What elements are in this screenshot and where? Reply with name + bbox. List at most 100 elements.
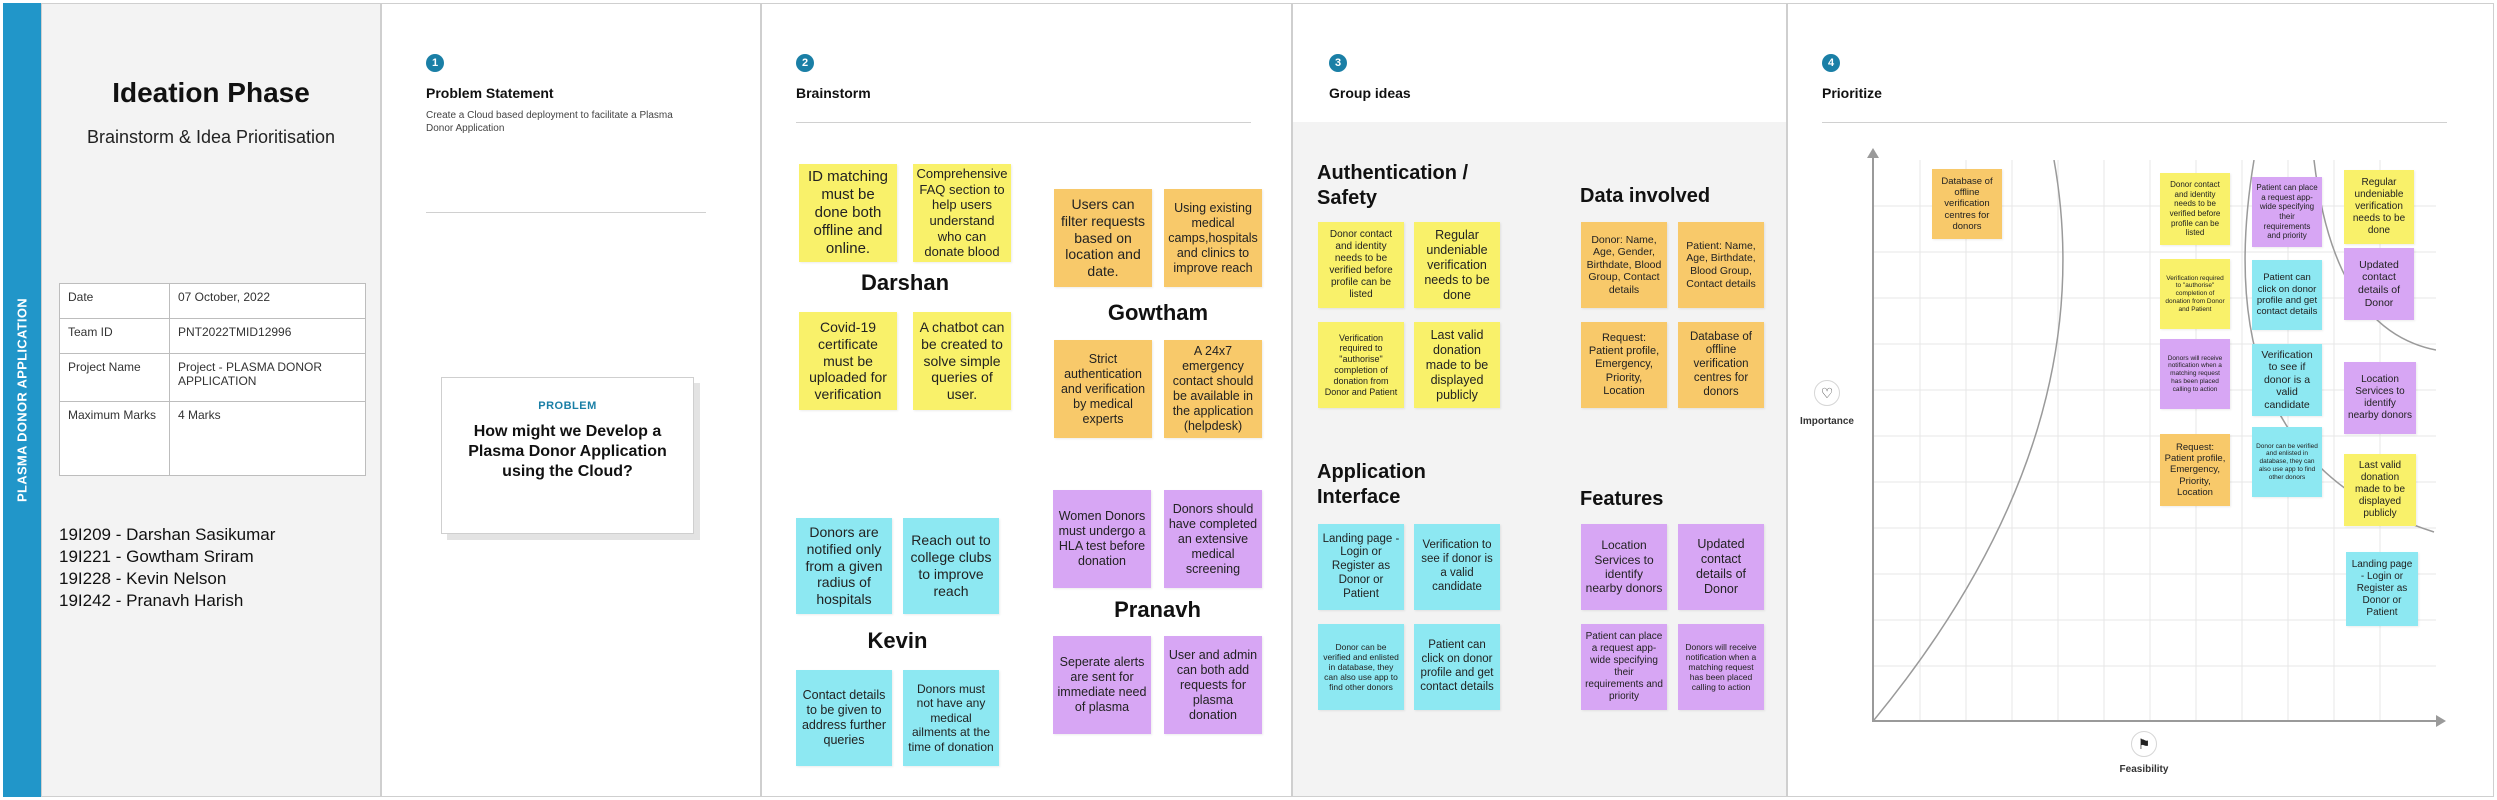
sticky-note[interactable]: Users can filter requests based on locat… bbox=[1054, 189, 1152, 287]
problem-section-title: Problem Statement bbox=[426, 85, 554, 101]
priority-curve-outer bbox=[1874, 160, 2064, 720]
team-members-list: 19I209 - Darshan Sasikumar 19I221 - Gowt… bbox=[59, 524, 275, 612]
sticky-note[interactable]: Donor can be verified and enlisted in da… bbox=[2252, 427, 2322, 497]
sticky-note[interactable]: ID matching must be done both offline an… bbox=[799, 164, 897, 262]
y-axis bbox=[1872, 156, 1874, 722]
divider bbox=[426, 212, 706, 213]
sticky-note[interactable]: Regular undeniable verification needs to… bbox=[2344, 170, 2414, 244]
table-cell-value: 07 October, 2022 bbox=[169, 283, 366, 319]
sticky-note[interactable]: Women Donors must undergo a HLA test bef… bbox=[1053, 490, 1151, 588]
sticky-note[interactable]: Verification required to "authorise" com… bbox=[1318, 322, 1404, 408]
sticky-note[interactable]: Verification required to "authorise" com… bbox=[2160, 259, 2230, 329]
sticky-note[interactable]: Donor contact and identity needs to be v… bbox=[2160, 173, 2230, 245]
step-number: 2 bbox=[796, 54, 814, 72]
table-row: Date 07 October, 2022 bbox=[59, 283, 366, 319]
sticky-note[interactable]: Verification to see if donor is a valid … bbox=[1414, 524, 1500, 610]
sticky-note[interactable]: Reach out to college clubs to improve re… bbox=[903, 518, 999, 614]
group-title-features: Features bbox=[1580, 488, 1664, 510]
sticky-note[interactable]: Location Services to identify nearby don… bbox=[2344, 362, 2416, 434]
problem-description: Create a Cloud based deployment to facil… bbox=[426, 110, 673, 134]
team-member: 19I221 - Gowtham Sriram bbox=[59, 547, 254, 566]
table-cell-label: Project Name bbox=[59, 353, 170, 402]
project-info-table: Date 07 October, 2022 Team ID PNT2022TMI… bbox=[59, 283, 366, 476]
sticky-note[interactable]: Contact details to be given to address f… bbox=[796, 670, 892, 766]
table-row: Team ID PNT2022TMID12996 bbox=[59, 318, 366, 354]
x-axis bbox=[1872, 720, 2438, 722]
sticky-note[interactable]: Seperate alerts are sent for immediate n… bbox=[1053, 636, 1151, 734]
sticky-note[interactable]: Donors are notified only from a given ra… bbox=[796, 518, 892, 614]
sticky-note[interactable]: Patient can place a request app-wide spe… bbox=[1581, 624, 1667, 710]
problem-card[interactable]: PROBLEM How might we Develop a Plasma Do… bbox=[441, 377, 694, 534]
step-number: 4 bbox=[1822, 54, 1840, 72]
problem-tag: PROBLEM bbox=[538, 400, 597, 412]
table-cell-label: Team ID bbox=[59, 318, 170, 354]
problem-question: How might we Develop a Plasma Donor Appl… bbox=[468, 423, 667, 480]
sticky-note[interactable]: Strict authentication and verification b… bbox=[1054, 340, 1152, 438]
x-axis-label: Feasibility bbox=[2119, 764, 2169, 775]
sticky-note[interactable]: Donors will receive notification when a … bbox=[1678, 624, 1764, 710]
brainstorm-section-title: Brainstorm bbox=[796, 85, 871, 101]
prioritize-section-title: Prioritize bbox=[1822, 85, 1882, 101]
sticky-note[interactable]: Landing page - Login or Register as Dono… bbox=[1318, 524, 1404, 610]
table-row: Project Name Project - PLASMA DONOR APPL… bbox=[59, 353, 366, 402]
sticky-note[interactable]: Updated contact details of Donor bbox=[2344, 248, 2414, 320]
sticky-note[interactable]: Database of offline verification centres… bbox=[1678, 322, 1764, 408]
table-cell-value: PNT2022TMID12996 bbox=[169, 318, 366, 354]
sticky-note[interactable]: Request: Patient profile, Emergency, Pri… bbox=[2160, 434, 2230, 506]
table-cell-value: 4 Marks bbox=[169, 401, 366, 476]
sticky-note[interactable]: Covid-19 certificate must be uploaded fo… bbox=[799, 312, 897, 410]
group-title-data: Data involved bbox=[1580, 185, 1711, 207]
sticky-note[interactable]: Updated contact details of Donor bbox=[1678, 524, 1764, 610]
sticky-note[interactable]: Patient can click on donor profile and g… bbox=[2252, 260, 2322, 330]
sticky-note[interactable]: Donor: Name, Age, Gender, Birthdate, Blo… bbox=[1581, 222, 1667, 308]
group-section-title: Group ideas bbox=[1329, 85, 1411, 101]
side-brand-label: PLASMA DONOR APPLICATION bbox=[14, 298, 30, 502]
priority-grid bbox=[1874, 160, 2436, 720]
table-cell-label: Maximum Marks bbox=[59, 401, 170, 476]
sticky-note[interactable]: Last valid donation made to be displayed… bbox=[2344, 454, 2416, 526]
sticky-note[interactable]: Last valid donation made to be displayed… bbox=[1414, 322, 1500, 408]
group-title-authentication: Authentication / Safety bbox=[1317, 162, 1469, 209]
sticky-note[interactable]: A 24x7 emergency contact should be avail… bbox=[1164, 340, 1262, 438]
person-name: Kevin bbox=[867, 628, 928, 653]
person-name: Darshan bbox=[860, 270, 950, 295]
sticky-note[interactable]: Donors must not have any medical ailment… bbox=[903, 670, 999, 766]
sticky-note[interactable]: Location Services to identify nearby don… bbox=[1581, 524, 1667, 610]
sticky-note[interactable]: Comprehensive FAQ section to help users … bbox=[913, 164, 1011, 262]
page-title: Ideation Phase bbox=[112, 77, 310, 108]
table-row: Maximum Marks 4 Marks bbox=[59, 401, 366, 476]
step-number: 1 bbox=[426, 54, 444, 72]
x-axis-arrow bbox=[2436, 715, 2446, 727]
sticky-note[interactable]: Donor contact and identity needs to be v… bbox=[1318, 222, 1404, 308]
sticky-note[interactable]: Regular undeniable verification needs to… bbox=[1414, 222, 1500, 308]
divider bbox=[796, 122, 1251, 123]
y-axis-arrow bbox=[1867, 148, 1879, 158]
heart-icon: ♡ bbox=[1814, 380, 1840, 406]
sticky-note[interactable]: Request: Patient profile, Emergency, Pri… bbox=[1581, 322, 1667, 408]
sticky-note[interactable]: Using existing medical camps,hospitals a… bbox=[1164, 189, 1262, 287]
sticky-note[interactable]: Patient can click on donor profile and g… bbox=[1414, 624, 1500, 710]
sticky-note[interactable]: Database of offline verification centres… bbox=[1932, 169, 2002, 239]
team-member: 19I209 - Darshan Sasikumar bbox=[59, 525, 276, 544]
flag-icon: ⚑ bbox=[2131, 731, 2157, 757]
sticky-note[interactable]: Donors will receive notification when a … bbox=[2160, 339, 2230, 409]
side-brand-bar: PLASMA DONOR APPLICATION bbox=[3, 3, 41, 797]
sticky-note[interactable]: A chatbot can be created to solve simple… bbox=[913, 312, 1011, 410]
divider bbox=[1822, 122, 2447, 123]
sticky-note[interactable]: Donor can be verified and enlisted in da… bbox=[1318, 624, 1404, 710]
sticky-note[interactable]: Landing page - Login or Register as Dono… bbox=[2346, 552, 2418, 626]
sticky-note[interactable]: Verification to see if donor is a valid … bbox=[2252, 344, 2322, 416]
sticky-note[interactable]: Patient can place a request app-wide spe… bbox=[2252, 177, 2322, 247]
group-title-application: Application Interface bbox=[1317, 461, 1426, 508]
sticky-note[interactable]: Donors should have completed an extensiv… bbox=[1164, 490, 1262, 588]
person-name: Pranavh bbox=[1114, 597, 1201, 622]
page-subtitle: Brainstorm & Idea Prioritisation bbox=[86, 127, 336, 147]
y-axis-label: Importance bbox=[1800, 416, 1854, 427]
step-number: 3 bbox=[1329, 54, 1347, 72]
team-member: 19I242 - Pranavh Harish bbox=[59, 591, 244, 610]
sticky-note[interactable]: User and admin can both add requests for… bbox=[1164, 636, 1262, 734]
table-cell-value: Project - PLASMA DONOR APPLICATION bbox=[169, 353, 366, 402]
sticky-note[interactable]: Patient: Name, Age, Birthdate, Blood Gro… bbox=[1678, 222, 1764, 308]
person-name: Gowtham bbox=[1107, 300, 1209, 325]
